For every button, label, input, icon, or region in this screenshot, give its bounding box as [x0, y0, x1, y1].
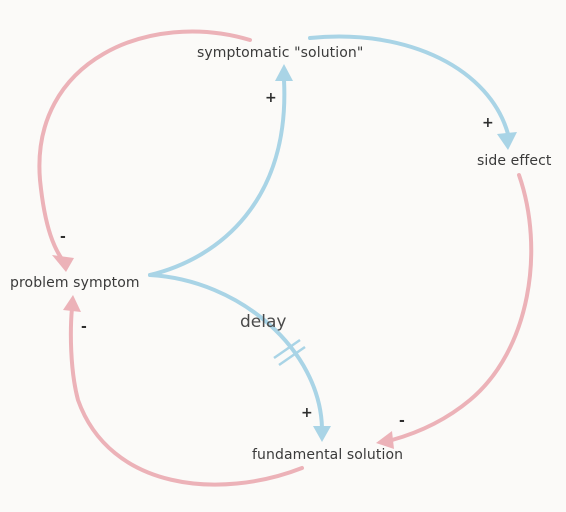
node-problem-symptom: problem symptom [10, 275, 140, 291]
node-symptomatic-solution: symptomatic "solution" [197, 45, 364, 61]
link-problem-symptom-to-symptomatic-solution [148, 78, 287, 277]
link-problem-symptom-to-fundamental-solution [148, 273, 324, 430]
delay-mark-1 [273, 338, 301, 360]
delay-label: delay [240, 312, 287, 332]
polarity-problem-to-symptomatic: + [265, 90, 277, 106]
link-symptomatic-solution-to-side-effect [308, 34, 510, 136]
polarity-fundamental-to-problem: - [81, 319, 87, 335]
arrowhead-symptomatic-solution-bottom [275, 64, 293, 81]
arrowhead-fundamental-solution-top [313, 426, 331, 442]
arrowhead-problem-symptom-top [52, 255, 74, 272]
polarity-problem-to-fundamental: + [301, 405, 313, 421]
node-side-effect: side effect [477, 153, 552, 169]
link-side-effect-to-fundamental-solution [390, 173, 534, 442]
arrowhead-fundamental-solution-right [376, 431, 394, 449]
link-fundamental-solution-to-problem-symptom [68, 306, 304, 487]
arrowhead-problem-symptom-bottom [63, 295, 81, 312]
arrowhead-side-effect [497, 132, 517, 150]
polarity-symptomatic-to-problem: - [60, 229, 66, 245]
polarity-symptomatic-to-side-effect: + [482, 115, 494, 131]
link-symptomatic-solution-to-problem-symptom [37, 29, 252, 264]
node-fundamental-solution: fundamental solution [252, 447, 404, 463]
delay-mark-2 [278, 345, 306, 367]
polarity-side-effect-to-fundamental: - [399, 413, 405, 429]
